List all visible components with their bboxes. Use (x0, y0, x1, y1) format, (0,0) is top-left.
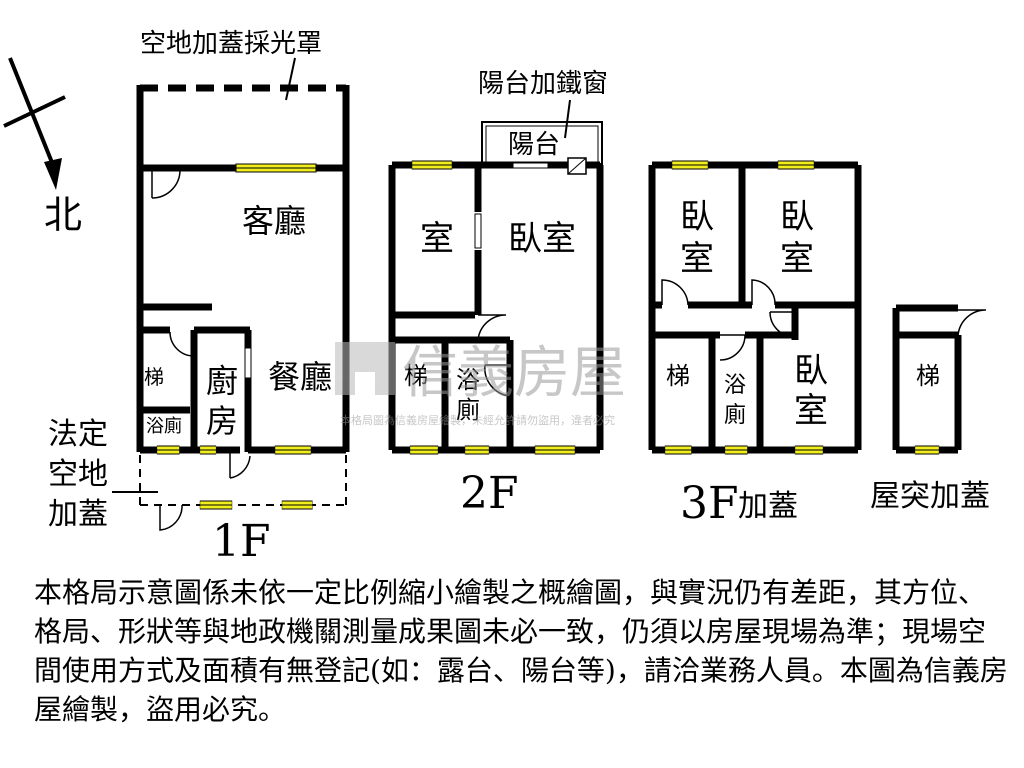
skylight-annotation: 空地加蓋採光罩 (140, 29, 322, 59)
room-bedroom3-3f-1: 臥 (794, 351, 828, 391)
room-bedroom-2f: 臥室 (508, 219, 576, 259)
room-bath-3f-1: 浴 (724, 373, 746, 398)
watermark-note: 本格局圖為信義房屋繪製，未經允許請勿盜用，違者必究 (340, 413, 615, 427)
room-small-2f: 室 (420, 219, 454, 259)
room-kitchen-2: 房 (206, 402, 238, 440)
room-bedroom1-3f-2: 室 (680, 239, 714, 279)
brand-logo-icon (335, 342, 395, 395)
floor-label-3f-suffix: 加蓋 (738, 489, 798, 524)
legal-space-line-1: 法定 (48, 417, 108, 452)
brand-watermark: 信義房屋 本格局圖為信義房屋繪製，未經允許請勿盜用，違者必究 (335, 341, 626, 427)
floor-2f-plan (388, 161, 604, 454)
room-bedroom2-3f-2: 室 (780, 239, 814, 279)
room-stairs-1f: 梯 (144, 365, 164, 389)
room-stairs-2f: 梯 (404, 362, 428, 390)
room-living: 客廳 (242, 202, 306, 240)
room-bath-2f-1: 浴 (456, 366, 480, 394)
balcony-window-annotation: 陽台加鐵窗 (478, 69, 608, 99)
floor-label-roof: 屋突加蓋 (870, 479, 990, 514)
legal-space-line-3: 加蓋 (48, 497, 108, 532)
room-stairs-3f: 梯 (666, 362, 690, 390)
roof-plan (892, 304, 962, 454)
disclaimer-text: 本格局示意圖係未依一定比例縮小繪製之概繪圖，與實況仍有差距，其方位、格局、形狀等… (34, 576, 1008, 726)
north-label: 北 (44, 193, 82, 237)
room-bedroom1-3f-1: 臥 (680, 197, 714, 237)
room-balcony-2f: 陽台 (508, 130, 560, 160)
floor-label-1f: 1F (212, 516, 271, 567)
room-kitchen-1: 廚 (206, 362, 238, 400)
room-bedroom2-3f-1: 臥 (780, 197, 814, 237)
floor-label-3f: 3F (680, 478, 739, 529)
room-bath-1f: 浴廁 (146, 415, 182, 437)
legal-space-line-2: 空地 (48, 457, 108, 492)
watermark-brand: 信義房屋 (402, 341, 626, 406)
room-stairs-roof: 梯 (916, 362, 940, 390)
room-bath-3f-2: 廁 (724, 403, 746, 428)
room-bedroom3-3f-2: 室 (794, 391, 828, 431)
room-dining: 餐廳 (268, 358, 332, 396)
north-compass-icon (3, 57, 66, 190)
floor-1f-plan (136, 84, 350, 454)
floor-label-2f: 2F (460, 468, 519, 519)
room-bath-2f-2: 廁 (456, 396, 480, 424)
